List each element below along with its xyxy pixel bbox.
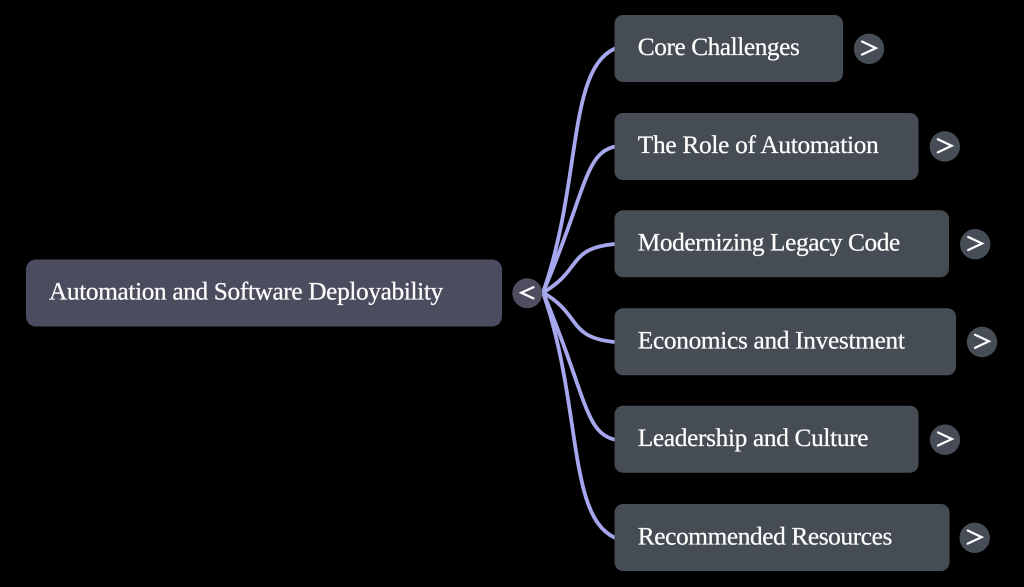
svg-text:Economics and Investment: Economics and Investment	[638, 327, 905, 355]
svg-text:Modernizing Legacy Code: Modernizing Legacy Code	[638, 229, 900, 257]
svg-text:The Role of Automation: The Role of Automation	[638, 131, 879, 159]
svg-text:Automation and Software Deploy: Automation and Software Deployability	[49, 278, 444, 306]
svg-text:Core Challenges: Core Challenges	[638, 33, 800, 61]
svg-text:Leadership and Culture: Leadership and Culture	[638, 424, 868, 452]
svg-text:Recommended Resources: Recommended Resources	[638, 522, 892, 550]
